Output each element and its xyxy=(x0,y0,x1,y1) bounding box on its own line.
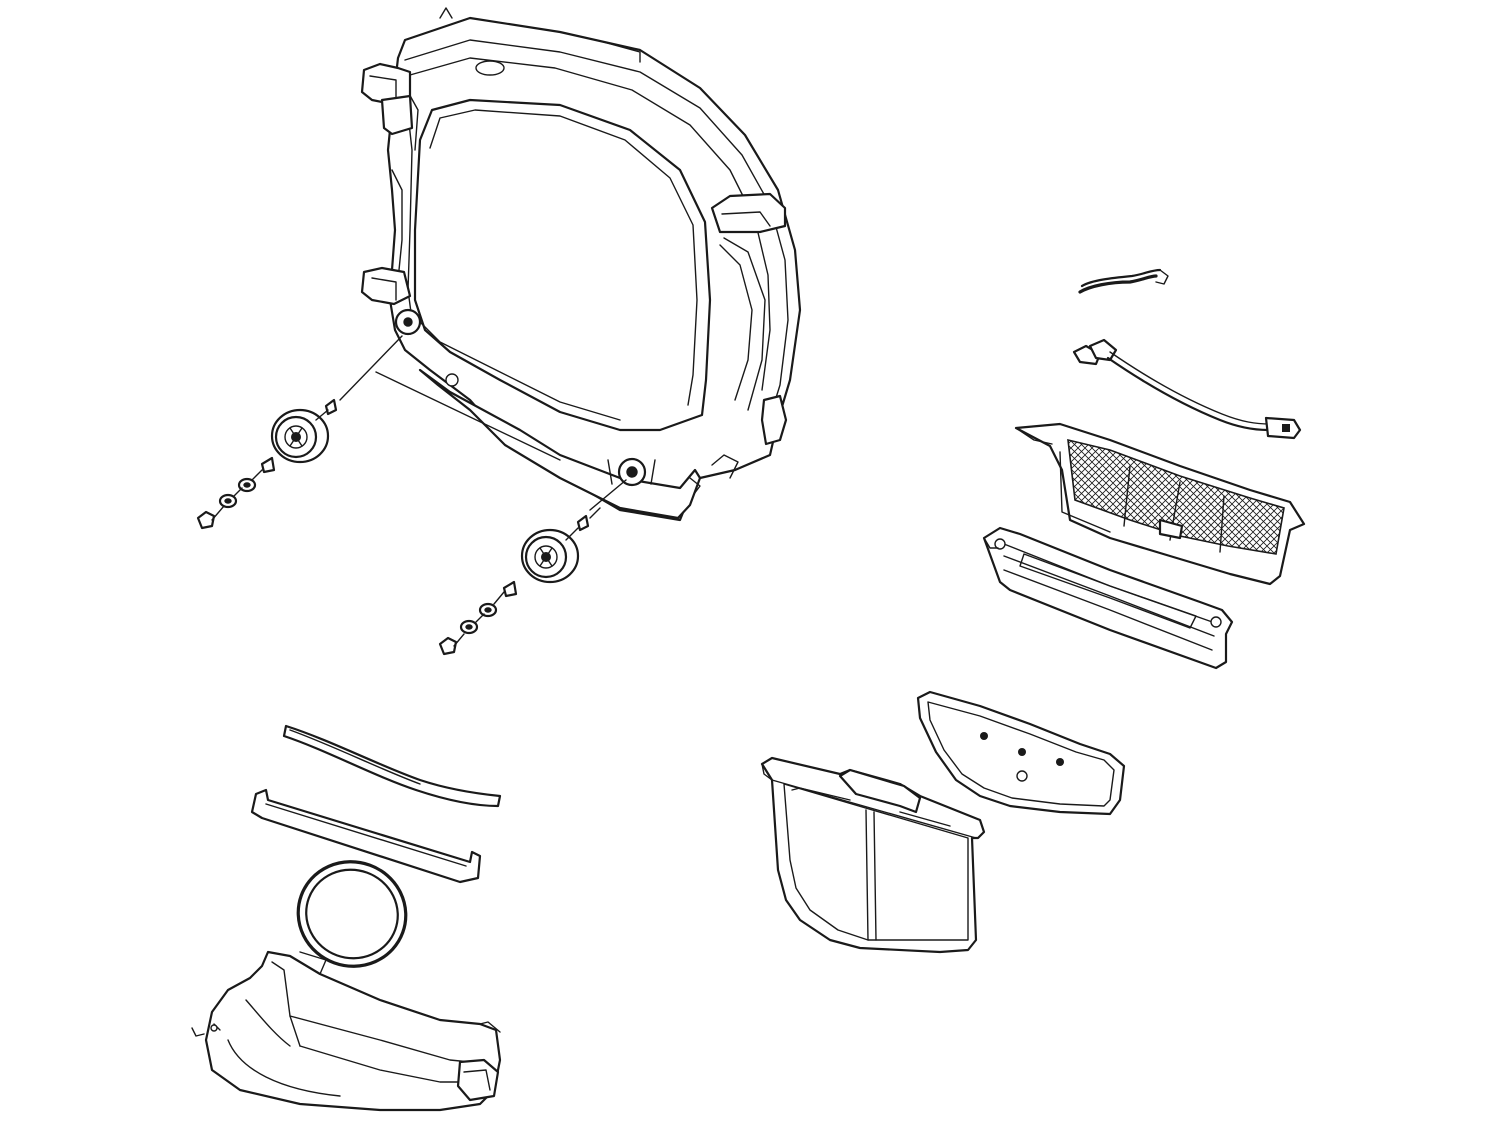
wire-harness-icon xyxy=(1078,268,1169,294)
blower-duct-icon xyxy=(191,950,502,1112)
lint-duct-bracket-icon xyxy=(982,526,1234,670)
lint-screen-icon xyxy=(760,756,986,954)
lint-screen-cover-icon xyxy=(916,690,1126,816)
assembly-guide-lines xyxy=(339,335,627,511)
lint-filter-housing-icon xyxy=(1014,422,1306,586)
drum-roller-icon xyxy=(438,507,601,656)
drum-bulkhead-frame-icon xyxy=(360,7,802,522)
gasket-ring-icon xyxy=(296,860,408,968)
seal-strip-icon xyxy=(250,788,482,884)
felt-seal-icon xyxy=(282,724,502,808)
drum-roller-icon xyxy=(196,398,338,530)
sensor-wire-icon xyxy=(1072,338,1302,440)
